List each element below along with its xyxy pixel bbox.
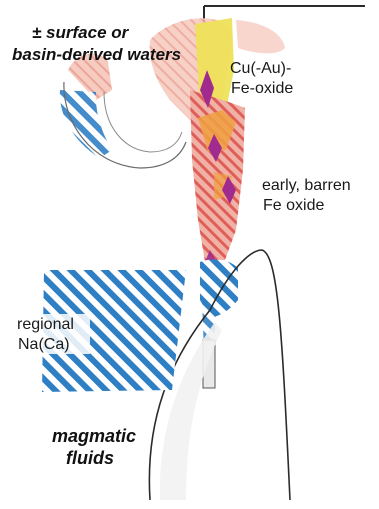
magmatic-label-line1: magmatic (52, 427, 136, 445)
upper-wash-right (236, 20, 285, 53)
left-arc-outline-inner (104, 92, 182, 152)
regional-label-line2: Na(Ca) (18, 336, 70, 354)
early-barren-label-line1: early, barren (262, 177, 351, 195)
cu-au-label-line1: Cu(-Au)- (230, 60, 291, 78)
regional-label-line1: regional (17, 316, 74, 334)
early-barren-label-line2: Fe oxide (263, 197, 324, 215)
cu-au-label-line2: Fe-oxide (231, 80, 293, 98)
magmatic-label-line2: fluids (66, 449, 114, 467)
surface-waters-label-line1: ± surface or (32, 24, 128, 42)
surface-waters-label-line2: basin-derived waters (12, 46, 181, 64)
